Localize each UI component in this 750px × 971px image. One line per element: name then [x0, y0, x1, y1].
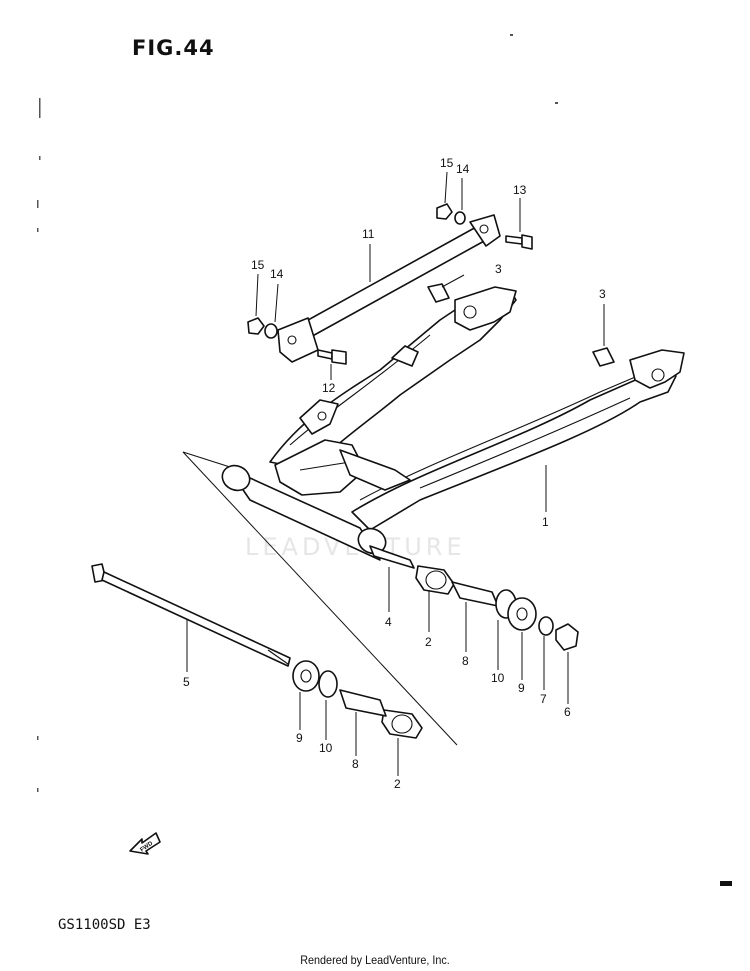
callout-4: 4 — [385, 615, 392, 629]
callout-10: 10 — [491, 671, 505, 685]
assembly-guide-lines — [182, 451, 458, 746]
callout-5: 5 — [183, 675, 190, 689]
footer-credit: Rendered by LeadVenture, Inc. — [300, 953, 450, 967]
page-mark — [720, 881, 732, 886]
callout-9: 9 — [518, 681, 525, 695]
callout-9: 9 — [296, 731, 303, 745]
callout-labels: 1 2 2 3 3 4 5 6 7 8 8 9 9 10 10 11 12 13… — [183, 156, 606, 791]
callout-7: 7 — [540, 692, 547, 706]
leader-lines — [186, 171, 605, 776]
torque-rod-part-11 — [277, 214, 501, 363]
figure-title: FIG.44 — [132, 36, 215, 60]
callout-12: 12 — [322, 381, 336, 395]
fwd-arrow-icon: FWD — [129, 832, 161, 855]
callout-11: 11 — [362, 227, 375, 241]
swingarm-part-1 — [221, 286, 685, 561]
callout-15: 15 — [251, 258, 265, 272]
callout-2: 2 — [425, 635, 432, 649]
callout-8: 8 — [352, 757, 359, 771]
callout-2: 2 — [394, 777, 401, 791]
scan-marks — [37, 34, 558, 792]
callout-3: 3 — [599, 287, 606, 301]
callout-15: 15 — [440, 156, 454, 170]
model-code: GS1100SD E3 — [58, 917, 151, 933]
hardware-parts — [91, 203, 615, 739]
callout-3: 3 — [495, 262, 502, 276]
callout-6: 6 — [564, 705, 571, 719]
callout-14: 14 — [456, 162, 470, 176]
callout-8: 8 — [462, 654, 469, 668]
callout-10: 10 — [319, 741, 333, 755]
callout-14: 14 — [270, 267, 284, 281]
callout-1: 1 — [542, 515, 549, 529]
callout-13: 13 — [513, 183, 527, 197]
